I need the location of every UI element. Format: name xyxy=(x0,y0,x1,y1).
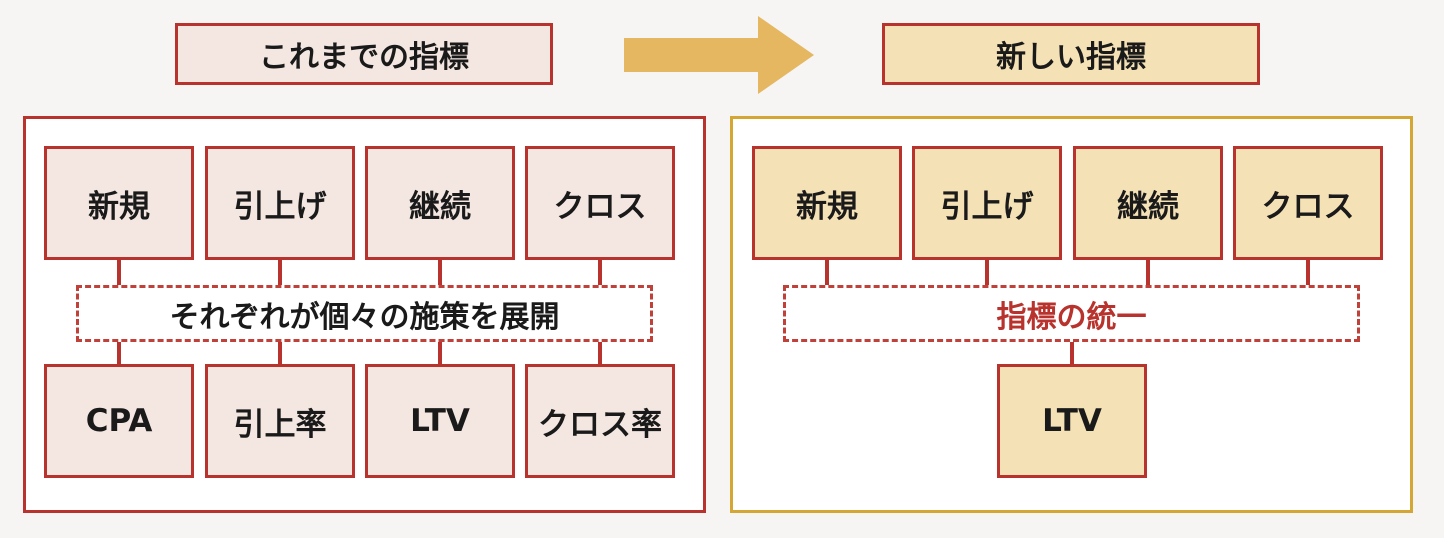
connector xyxy=(1306,260,1310,285)
old-caption: それぞれが個々の施策を展開 xyxy=(76,285,653,342)
old-top-cell-cross: クロス xyxy=(525,146,675,260)
connector xyxy=(117,260,121,285)
old-bottom-cell-ltv: LTV xyxy=(365,364,515,478)
connector xyxy=(438,342,442,364)
new-bottom-cell-ltv: LTV xyxy=(997,364,1147,478)
old-metrics-title: これまでの指標 xyxy=(175,23,553,85)
new-metrics-title: 新しい指標 xyxy=(882,23,1260,85)
new-caption: 指標の統一 xyxy=(783,285,1360,342)
connector xyxy=(117,342,121,364)
new-top-cell-cross: クロス xyxy=(1233,146,1383,260)
connector xyxy=(825,260,829,285)
arrow-right-icon xyxy=(624,16,814,94)
new-top-cell-new: 新規 xyxy=(752,146,902,260)
old-bottom-cell-cross-rate: クロス率 xyxy=(525,364,675,478)
old-top-cell-new: 新規 xyxy=(44,146,194,260)
old-top-cell-retention: 継続 xyxy=(365,146,515,260)
connector xyxy=(1070,342,1074,364)
new-top-cell-retention: 継続 xyxy=(1073,146,1223,260)
old-bottom-cell-upsell-rate: 引上率 xyxy=(205,364,355,478)
connector xyxy=(598,260,602,285)
connector xyxy=(1146,260,1150,285)
connector xyxy=(985,260,989,285)
connector xyxy=(438,260,442,285)
connector xyxy=(278,342,282,364)
old-bottom-cell-cpa: CPA xyxy=(44,364,194,478)
new-top-cell-upsell: 引上げ xyxy=(912,146,1062,260)
old-top-cell-upsell: 引上げ xyxy=(205,146,355,260)
connector xyxy=(598,342,602,364)
connector xyxy=(278,260,282,285)
